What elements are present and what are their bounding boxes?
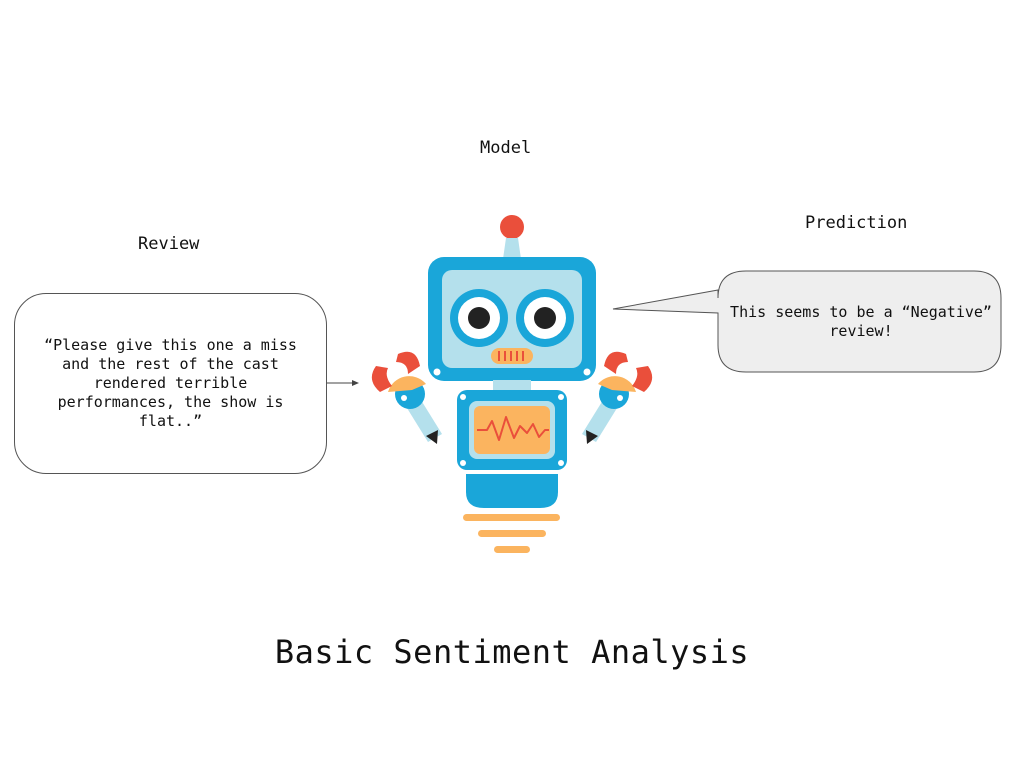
- robot-icon: [371, 215, 653, 553]
- review-label: Review: [138, 234, 200, 254]
- model-label: Model: [480, 138, 532, 158]
- prediction-bubble: [612, 270, 1002, 373]
- diagram-title: Basic Sentiment Analysis: [274, 633, 750, 671]
- review-box: “Please give this one a miss and the res…: [14, 293, 327, 474]
- prediction-text: This seems to be a “Negative” review!: [730, 303, 992, 340]
- review-text: “Please give this one a miss and the res…: [44, 336, 297, 430]
- review-to-model-arrow: [327, 380, 359, 386]
- prediction-label: Prediction: [805, 213, 908, 233]
